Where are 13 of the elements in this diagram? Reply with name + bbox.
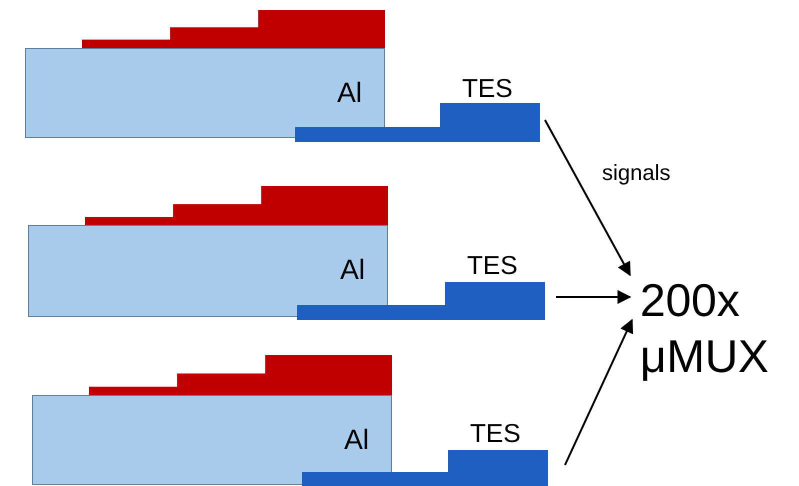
- arrow: [556, 290, 632, 304]
- block-label: Al: [337, 77, 362, 109]
- aluminium-block: [32, 395, 392, 485]
- block-label: Al: [344, 424, 369, 456]
- sensor-label: TES: [462, 73, 513, 104]
- block-label: Al: [340, 254, 365, 286]
- arrow: [564, 318, 634, 466]
- aluminium-block: [28, 225, 388, 317]
- arrow: [544, 120, 631, 276]
- sensor-label: TES: [470, 418, 521, 449]
- aluminium-block: [25, 48, 385, 138]
- multiplexer-label: 200x μMUX: [640, 272, 790, 384]
- sensor-label: TES: [467, 250, 518, 281]
